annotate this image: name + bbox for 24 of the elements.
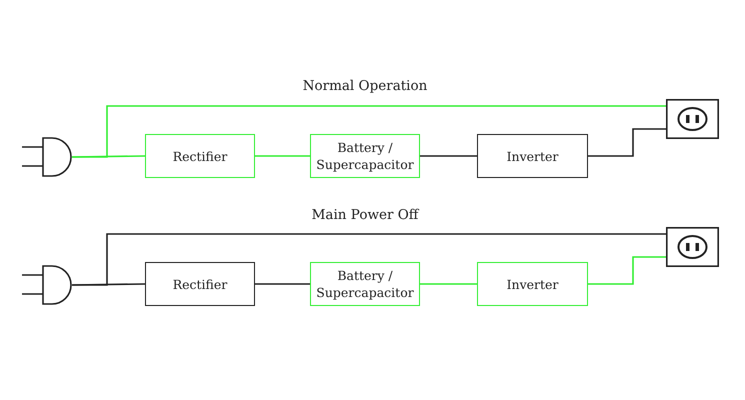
connector-line [420, 283, 477, 285]
outlet-icon [666, 99, 719, 139]
process-box [477, 262, 588, 306]
connector-line [255, 283, 310, 285]
outlet-icon [666, 227, 719, 267]
box-label: Battery / Supercapacitor [315, 139, 415, 173]
connector-line [72, 105, 666, 158]
section-heading: Main Power Off [312, 207, 418, 223]
plug-icon [22, 137, 72, 177]
connector-line [588, 128, 666, 157]
connector-line [420, 155, 477, 157]
box-label: Rectifier [172, 276, 228, 292]
connector-line [588, 256, 666, 285]
section-heading: Normal Operation [302, 78, 428, 94]
box-label: Inverter [506, 276, 558, 292]
connector-line [255, 155, 310, 157]
process-box [477, 134, 588, 178]
process-box [145, 134, 255, 178]
box-label: Inverter [506, 148, 558, 164]
box-label: Rectifier [172, 148, 228, 164]
box-label: Battery / Supercapacitor [315, 267, 415, 301]
connector-line [72, 233, 666, 286]
plug-icon [22, 265, 72, 305]
process-box [145, 262, 255, 306]
